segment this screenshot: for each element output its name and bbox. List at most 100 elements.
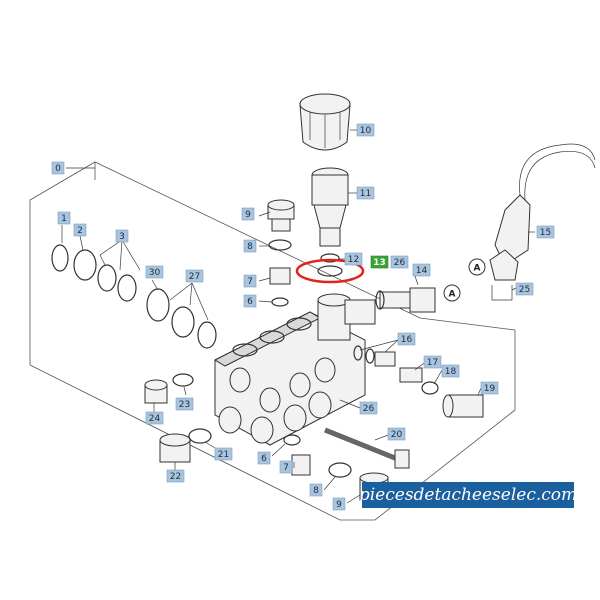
callout-12: 12 <box>344 252 363 266</box>
svg-text:A: A <box>449 290 456 300</box>
callout-27: 27 <box>185 269 204 283</box>
callout-label: 20 <box>391 430 403 440</box>
assembly-frame <box>29 161 516 521</box>
callout-label: 7 <box>283 463 289 473</box>
seal-stack-left <box>51 244 217 349</box>
callout-6b: 6 <box>257 451 271 465</box>
callout-label: 23 <box>179 400 190 410</box>
callout-1: 1 <box>57 211 71 225</box>
outlet-nipple-part <box>375 287 436 313</box>
callout-24: 24 <box>145 411 164 425</box>
ref-marker-a-left: A <box>468 258 486 276</box>
clip-25-part <box>491 285 513 301</box>
callout-26b: 26 <box>359 401 378 415</box>
plug-24-part <box>144 379 168 404</box>
unloader-valve-part <box>311 167 349 247</box>
callout-label: 13 <box>373 258 386 268</box>
callout-3: 3 <box>115 229 129 243</box>
callout-15: 15 <box>536 225 555 239</box>
callout-19: 19 <box>480 381 499 395</box>
callout-10: 10 <box>356 123 375 137</box>
callout-21: 21 <box>214 447 233 461</box>
callout-label: 25 <box>519 285 530 295</box>
callout-2: 2 <box>73 223 87 237</box>
cap-part <box>299 93 351 151</box>
callout-label: 22 <box>170 472 181 482</box>
callout-22: 22 <box>166 469 185 483</box>
oring-6-lower <box>283 434 301 446</box>
callout-label: 19 <box>484 384 496 394</box>
plug-22-part <box>159 433 191 463</box>
callout-label: 0 <box>55 164 61 174</box>
callout-label: 7 <box>247 277 253 287</box>
callout-label: 27 <box>189 272 200 282</box>
callout-16: 16 <box>397 332 416 346</box>
callout-23: 23 <box>175 397 194 411</box>
highlight-circle <box>295 258 365 284</box>
watermark: piecesdetacheeselec.com <box>359 482 577 508</box>
callout-8b: 8 <box>309 483 323 497</box>
oring-8-lower <box>328 462 352 478</box>
callout-label: 3 <box>119 232 125 242</box>
callout-17: 17 <box>423 355 442 369</box>
callout-25: 25 <box>515 282 534 296</box>
callout-8a: 8 <box>243 239 257 253</box>
callout-label: 24 <box>149 414 161 424</box>
callout-label: 16 <box>401 335 413 345</box>
callout-label: 15 <box>540 228 551 238</box>
callout-label: 9 <box>336 500 342 510</box>
small-oring-part <box>320 253 340 263</box>
oring-23-part <box>172 373 194 387</box>
callout-label: 10 <box>360 126 372 136</box>
callout-label: 14 <box>416 266 428 276</box>
callout-label: 12 <box>348 255 359 265</box>
ref-marker-a-right: A <box>443 284 461 302</box>
callout-label: 18 <box>445 367 457 377</box>
callout-label: 6 <box>247 297 253 307</box>
callout-26a: 26 <box>390 255 409 269</box>
callout-7b: 7 <box>279 460 293 474</box>
callout-label: 21 <box>218 450 229 460</box>
oring-13-part <box>317 265 343 277</box>
callout-label: 11 <box>360 189 371 199</box>
oring-18-part <box>421 381 439 395</box>
valve-7-upper <box>269 267 291 285</box>
leader-lines <box>61 129 535 504</box>
callout-7a: 7 <box>243 274 257 288</box>
callout-6a: 6 <box>243 294 257 308</box>
callout-14: 14 <box>412 263 431 277</box>
oring-8-upper <box>268 239 292 251</box>
callout-30: 30 <box>145 265 164 279</box>
callout-11: 11 <box>356 186 375 200</box>
callout-label: 2 <box>77 226 83 236</box>
callout-label: 17 <box>427 358 438 368</box>
pump-head-body <box>213 293 376 446</box>
bolt-20-part <box>324 427 410 469</box>
oring-6-upper <box>271 297 289 307</box>
svg-text:A: A <box>474 264 481 274</box>
callout-label: 6 <box>261 454 267 464</box>
pressure-switch-part <box>489 143 596 281</box>
callout-label: 1 <box>61 214 67 224</box>
callout-label: 26 <box>394 258 406 268</box>
callout-label: 9 <box>245 210 251 220</box>
callout-18: 18 <box>441 364 460 378</box>
fitting-19-part <box>442 394 484 418</box>
callout-label: 30 <box>149 268 161 278</box>
callout-label: 8 <box>247 242 253 252</box>
callout-9b: 9 <box>332 497 346 511</box>
plug-upper-part <box>267 199 295 232</box>
callout-13: 13 <box>370 255 389 269</box>
callout-0: 0 <box>51 161 65 175</box>
oring-21-part <box>188 428 212 444</box>
callout-9a: 9 <box>241 207 255 221</box>
valve-7-lower <box>291 454 311 476</box>
check-valve-16-part <box>353 345 396 367</box>
callout-label: 26 <box>363 404 375 414</box>
watermark-text: piecesdetacheeselec.com <box>359 485 577 505</box>
spring-17-part <box>399 367 423 383</box>
callout-label: 8 <box>313 486 319 496</box>
callout-20: 20 <box>387 427 406 441</box>
